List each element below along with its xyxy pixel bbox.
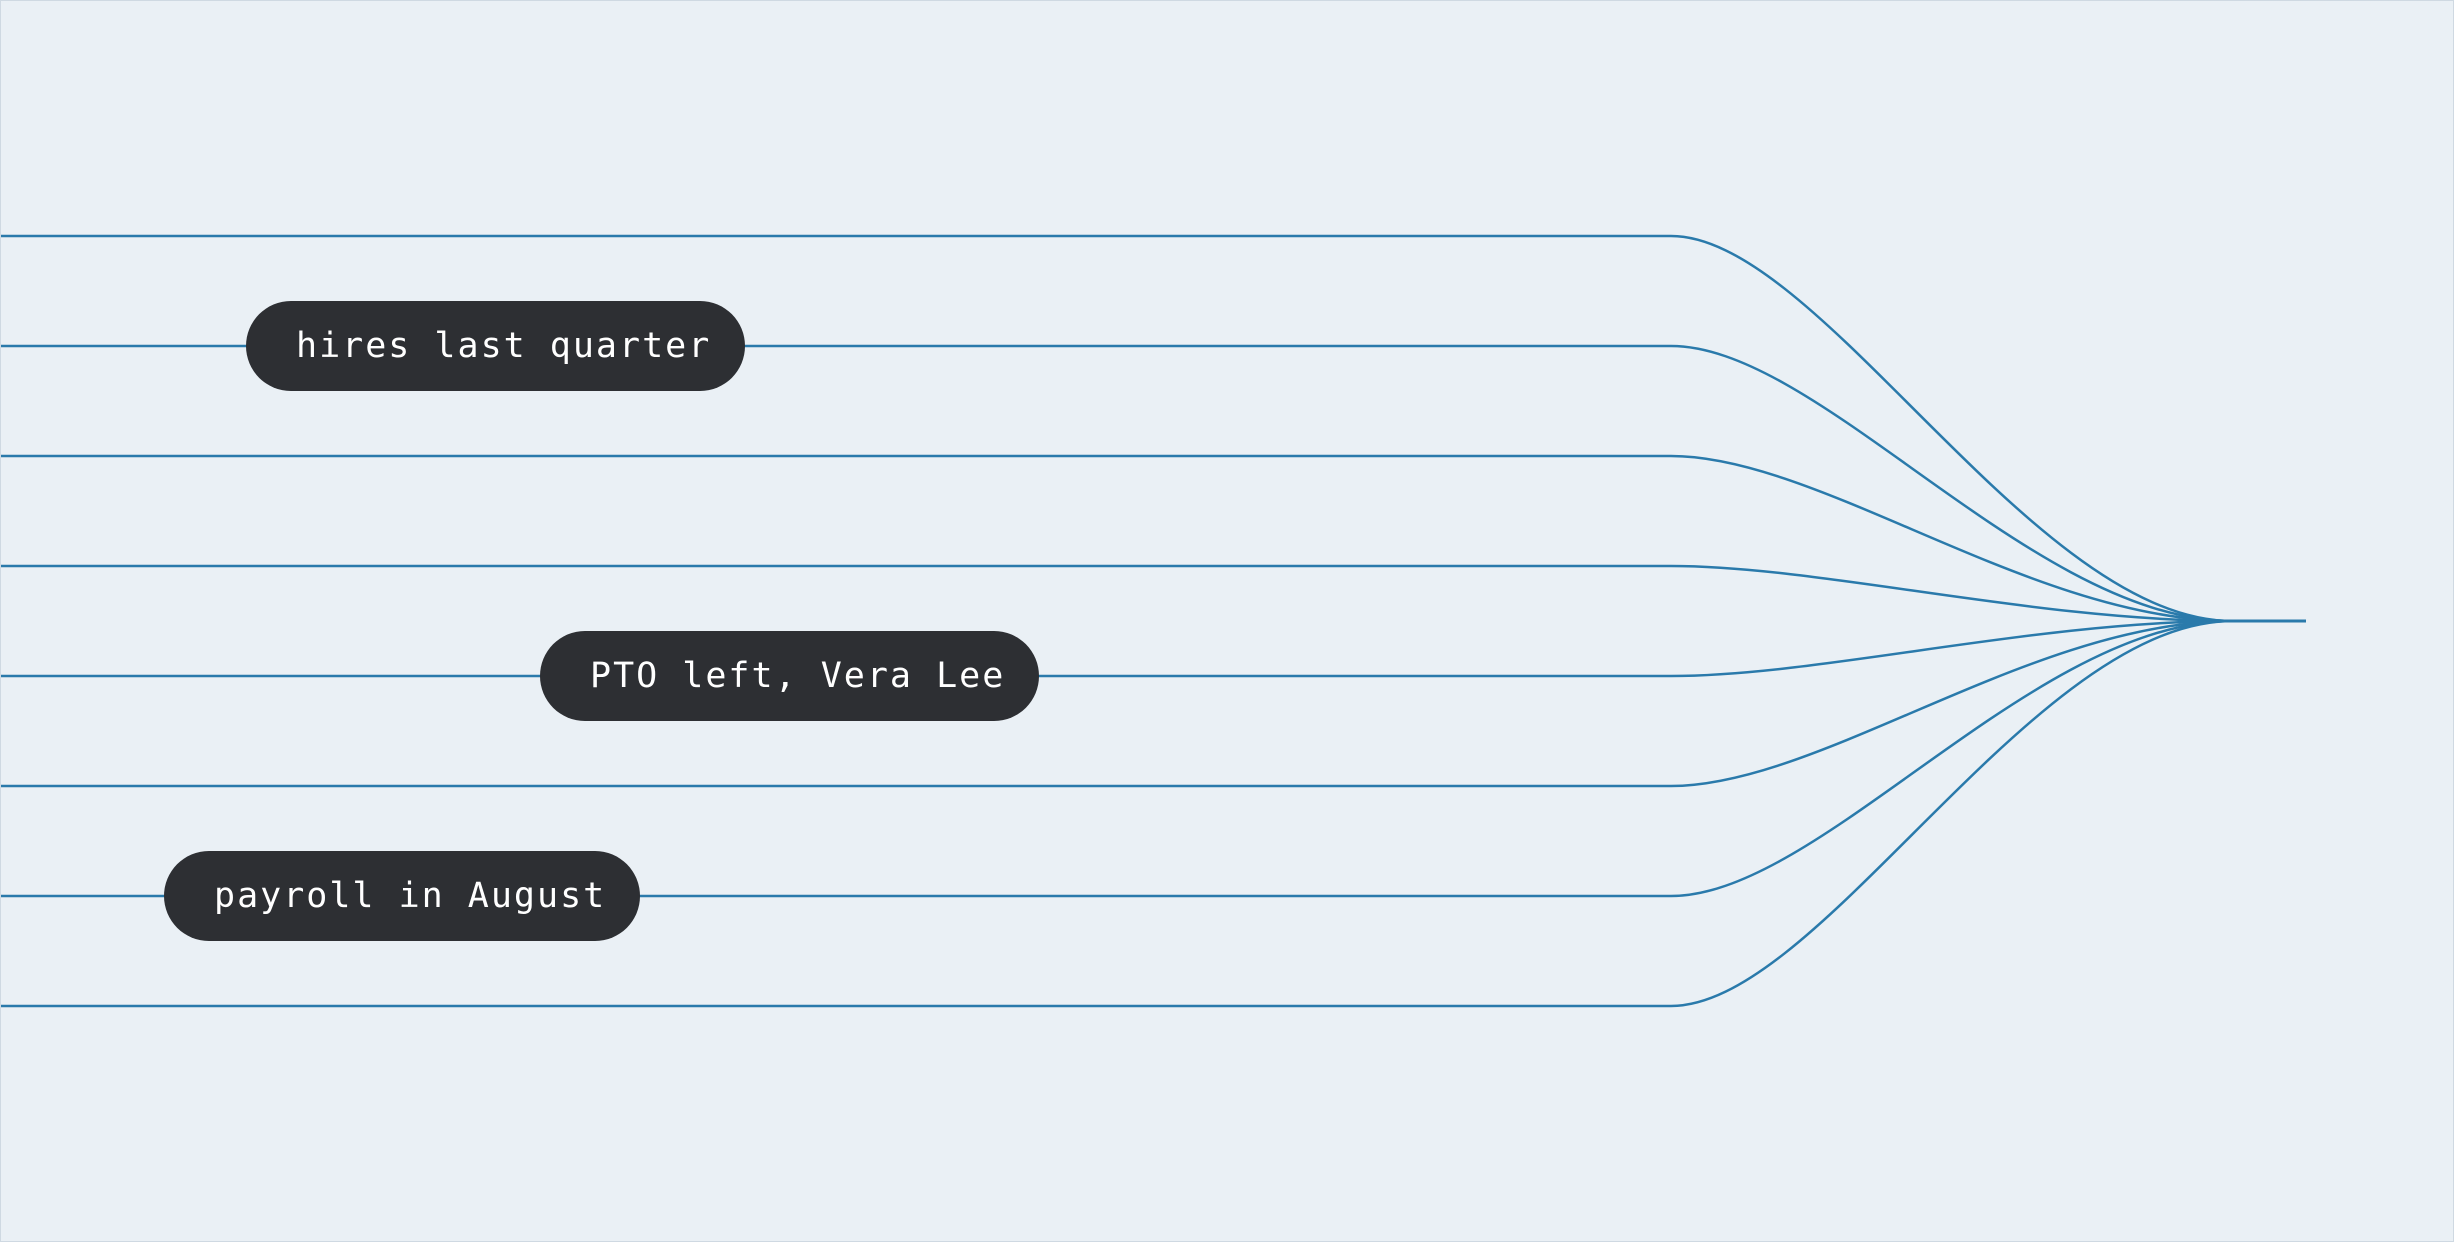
label-text-hires: hires last quarter bbox=[296, 326, 712, 366]
flow-line bbox=[1, 619, 2306, 898]
label-pill-hires: hires last quarter bbox=[246, 301, 745, 391]
flow-line bbox=[1, 344, 2306, 623]
flow-line bbox=[1, 234, 2306, 623]
label-pill-payroll: payroll in August bbox=[164, 851, 640, 941]
label-pill-pto: PTO left, Vera Lee bbox=[540, 631, 1039, 721]
flow-line bbox=[1, 564, 2306, 623]
label-text-pto: PTO left, Vera Lee bbox=[590, 656, 1006, 696]
flow-line bbox=[1, 619, 2306, 1008]
label-text-payroll: payroll in August bbox=[214, 876, 607, 916]
flow-line bbox=[1, 619, 2306, 788]
flow-line bbox=[1, 619, 2306, 678]
flow-line bbox=[1, 454, 2306, 623]
